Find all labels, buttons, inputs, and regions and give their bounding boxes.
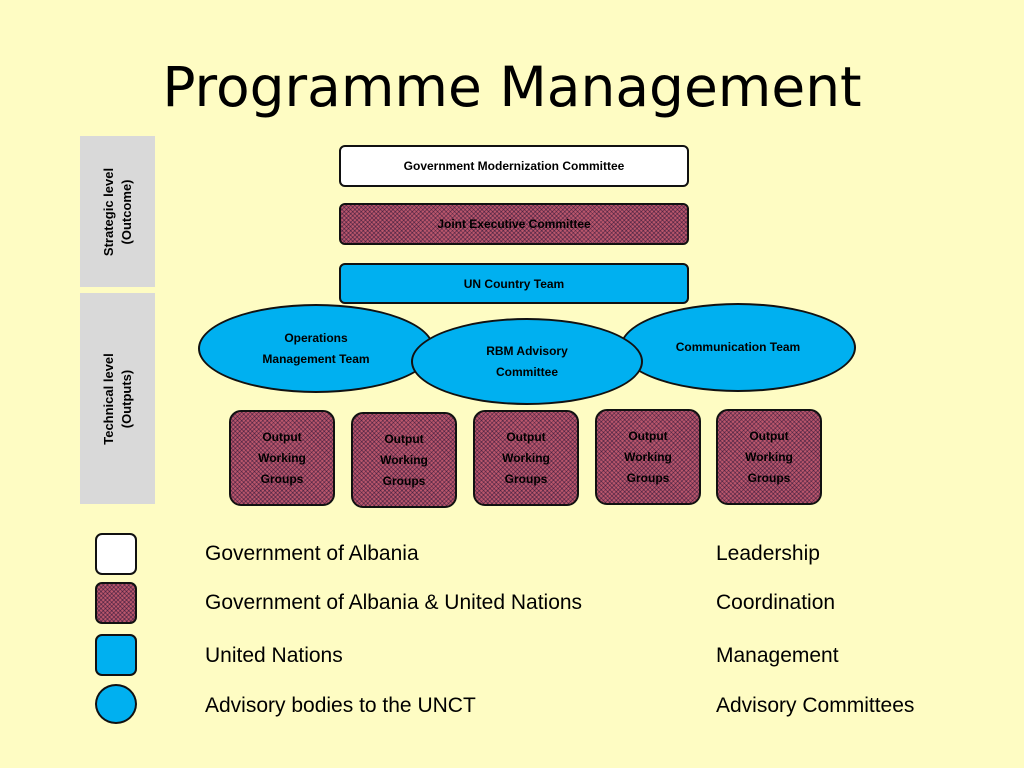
legend-swatch-un	[95, 634, 137, 676]
un-country-team-box: UN Country Team	[339, 263, 689, 304]
legend-swatch-joint	[95, 582, 137, 624]
output-working-group-1: Output Working Groups	[229, 410, 335, 506]
output-working-group-3: Output Working Groups	[473, 410, 579, 506]
technical-level-label: Technical level (Outputs)	[100, 352, 134, 445]
legend-label-government: Government of Albania	[205, 542, 419, 565]
legend-swatch-government	[95, 533, 137, 575]
output-working-group-5: Output Working Groups	[716, 409, 822, 505]
output-working-group-4: Output Working Groups	[595, 409, 701, 505]
legend-label-un: United Nations	[205, 644, 343, 667]
legend-role-coordination: Coordination	[716, 591, 836, 614]
legend-role-management: Management	[716, 644, 839, 667]
communication-team-ellipse: Communication Team	[620, 303, 856, 392]
page-title: Programme Management	[162, 55, 862, 119]
output-working-group-2: Output Working Groups	[351, 412, 457, 508]
strategic-level-panel: Strategic level (Outcome)	[80, 136, 155, 287]
legend-label-advisory: Advisory bodies to the UNCT	[205, 694, 476, 717]
legend-role-advisory-committees: Advisory Committees	[716, 694, 915, 717]
legend-swatch-advisory	[95, 684, 137, 724]
rbm-advisory-committee-ellipse: RBM Advisory Committee	[411, 318, 643, 405]
operations-management-team-ellipse: Operations Management Team	[198, 304, 434, 393]
strategic-level-label: Strategic level (Outcome)	[100, 167, 134, 256]
legend-label-joint: Government of Albania & United Nations	[205, 591, 583, 614]
legend-role-leadership: Leadership	[716, 542, 820, 565]
joint-executive-committee-box: Joint Executive Committee	[339, 203, 689, 245]
technical-level-panel: Technical level (Outputs)	[80, 293, 155, 504]
government-modernization-committee-box: Government Modernization Committee	[339, 145, 689, 187]
